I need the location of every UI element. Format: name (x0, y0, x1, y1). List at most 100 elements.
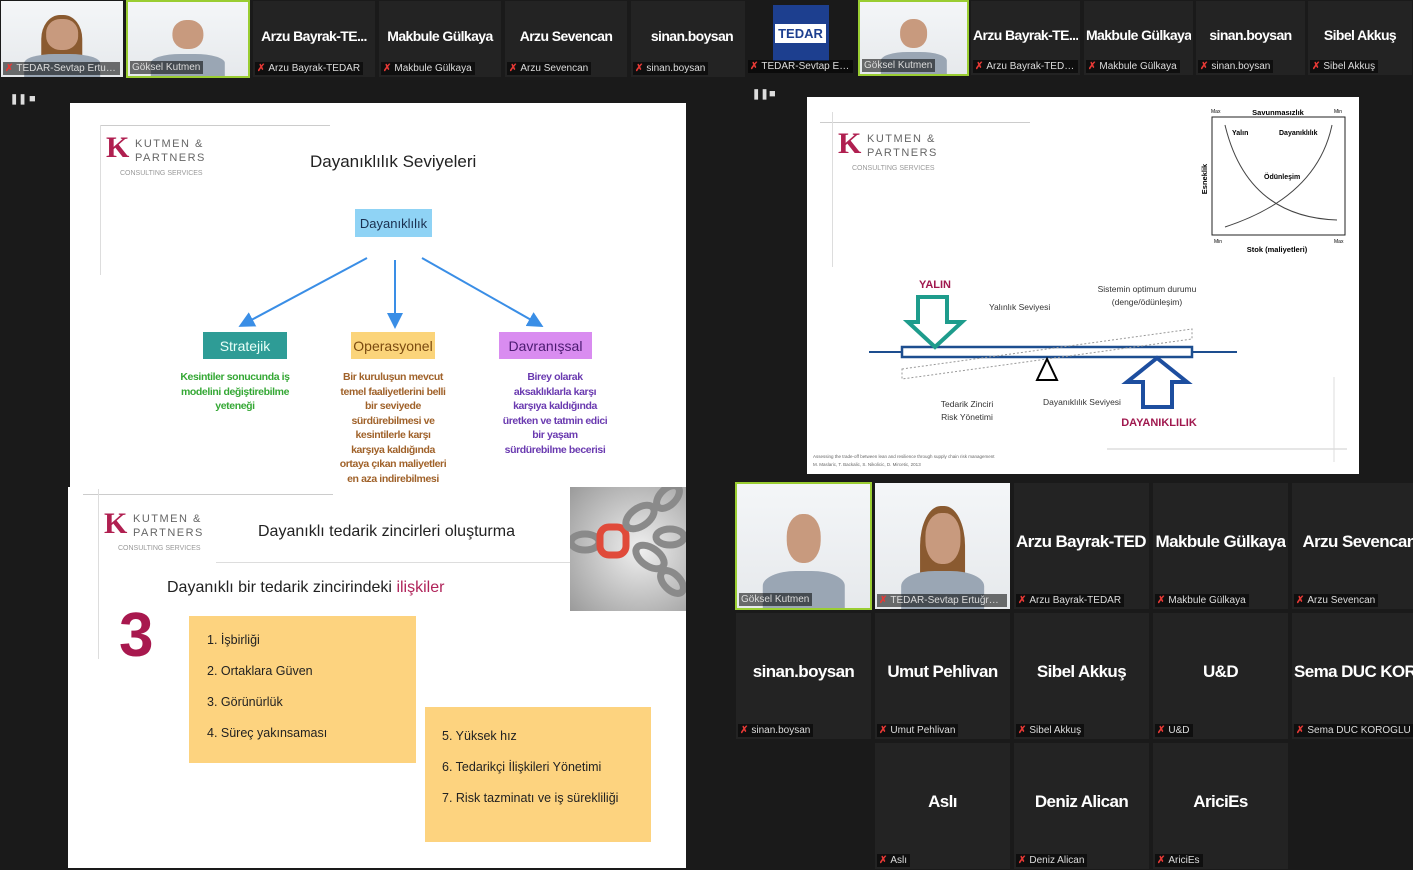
mic-muted-icon: ✗ (1018, 595, 1027, 606)
participant-tile[interactable]: Makbule Gülkaya✗Makbule Gülkaya (1083, 0, 1194, 76)
yalin-arrow (902, 295, 968, 350)
list-item: 1. İşbirliği (207, 633, 260, 647)
graph-xmax-label: Max (1334, 239, 1344, 245)
participant-name-large: sinan.boysan (650, 27, 734, 44)
curve-dayaniklilik (1224, 124, 1333, 228)
gallery-view: Göksel Kutmen ✗TEDAR-Sevtap Ertuğrul Başa… (733, 480, 1413, 870)
mic-muted-icon: ✗ (879, 595, 888, 606)
stop-share-button-right[interactable]: ■ (769, 88, 776, 100)
participant-tile[interactable]: sinan.boysan✗sinan.boysan (735, 612, 872, 740)
stop-share-button[interactable]: ■ (29, 93, 36, 105)
participant-name-large: AriciEs (1193, 792, 1248, 811)
participant-tile[interactable]: Makbule Gülkaya✗Makbule Gülkaya (378, 0, 502, 78)
participant-label: ✗Sema DUC KOROGLU (1294, 724, 1413, 737)
participant-label-text: Makbule Gülkaya (1168, 595, 1246, 606)
slide-title: Dayanıklı tedarik zincirleri oluşturma (258, 523, 515, 540)
participant-tile[interactable]: Arzu Bayrak-TE...✗Arzu Bayrak-TEDAR (252, 0, 376, 78)
mic-muted-icon: ✗ (1157, 595, 1166, 606)
mic-muted-icon: ✗ (740, 725, 749, 736)
risk-label-1: Tedarik Zinciri (941, 399, 994, 409)
participant-tile[interactable]: Arzu Bayrak-TED... ✗Arzu Bayrak-TEDAR (1013, 482, 1150, 610)
desc-line: karşıya kaldığında (513, 400, 597, 412)
participant-tile[interactable]: ✗TEDAR-Sevtap Ertuğru... (0, 0, 124, 78)
mic-muted-icon: ✗ (879, 855, 888, 866)
participant-tile[interactable]: Arzu Sevencan✗Arzu Sevencan (1291, 482, 1413, 610)
participant-strip-left: ✗TEDAR-Sevtap Ertuğru... Göksel Kutmen Arz… (0, 0, 754, 80)
participant-tile[interactable]: Makbule Gülkaya✗Makbule Gülkaya (1152, 482, 1289, 610)
participant-tile[interactable]: TEDAR✗TEDAR-Sevtap Ertuğru... (745, 0, 856, 76)
participant-name-large: Sema DUC KOR... (1294, 662, 1413, 681)
participant-label-text: Arzu Bayrak-TEDAR (986, 61, 1078, 72)
level-davranissal: Davranışsal (499, 332, 592, 359)
person-head (899, 19, 928, 49)
mic-muted-icon: ✗ (1312, 61, 1321, 72)
participant-tile[interactable]: Aslı✗Aslı (874, 742, 1011, 870)
participant-tile[interactable]: Umut Pehlivan✗Umut Pehlivan (874, 612, 1011, 740)
dayaniklilik-label: DAYANIKLILIK (1121, 417, 1197, 429)
participant-tile[interactable]: Arzu Sevencan✗Arzu Sevencan (504, 0, 628, 78)
participant-name-large: Arzu Bayrak-TED... (1016, 532, 1147, 551)
shared-slide-resilience-levels: K KUTMEN & PARTNERS CONSULTING SERVICES … (70, 103, 686, 487)
participant-label: ✗sinan.boysan (633, 62, 709, 75)
participant-tile[interactable]: Sibel Akkuş✗Sibel Akkuş (1307, 0, 1413, 76)
subtitle-accent: ilişkiler (396, 579, 445, 596)
participant-tile[interactable]: Göksel Kutmen (126, 0, 250, 78)
participant-label: Göksel Kutmen (739, 593, 813, 606)
participant-label: ✗Umut Pehlivan (877, 724, 959, 737)
graph-min-label: Min (1334, 109, 1342, 115)
participant-label: ✗U&D (1155, 724, 1193, 737)
participant-label-text: Göksel Kutmen (132, 62, 201, 73)
participant-tile[interactable]: ✗TEDAR-Sevtap Ertuğrul Başar (874, 482, 1011, 610)
desc-line: yeteneği (215, 400, 255, 412)
participant-name-large: Sibel Akkuş (1036, 662, 1127, 681)
citation-1: Assessing the trade-off between lean and… (813, 454, 995, 459)
desc-line: Kesintiler sonucunda iş (180, 371, 290, 383)
desc-line: bir seviyede (365, 400, 421, 412)
participant-label: ✗Arzu Sevencan (507, 62, 592, 75)
participant-label-text: sinan.boysan (751, 725, 811, 736)
participant-label-text: sinan.boysan (646, 63, 706, 74)
participant-tile[interactable]: Sibel Akkuş✗Sibel Akkuş (1013, 612, 1150, 740)
participant-label: ✗TEDAR-Sevtap Ertuğru... (748, 60, 853, 73)
participant-label-text: sinan.boysan (1211, 61, 1271, 72)
participant-tile[interactable]: Arzu Bayrak-TE...✗Arzu Bayrak-TEDAR (970, 0, 1081, 76)
participant-label-text: Makbule Gülkaya (394, 63, 472, 74)
desc-line: sürdürebilmesi ve (351, 414, 435, 427)
desc-line: karşıya kaldığında (351, 443, 435, 456)
mic-muted-icon: ✗ (1296, 725, 1305, 736)
participant-label: ✗sinan.boysan (1198, 60, 1274, 73)
participant-name-large: Makbule Gülkaya (1086, 26, 1191, 43)
desc-line: Birey olarak (527, 371, 583, 383)
participant-tile[interactable]: U&D✗U&D (1152, 612, 1289, 740)
participant-name-large: Aslı (928, 792, 957, 811)
participant-label: ✗Arzu Bayrak-TEDAR (1016, 594, 1125, 607)
list-item: 3. Görünürlük (207, 695, 283, 709)
participant-tile[interactable]: Deniz Alican✗Deniz Alican (1013, 742, 1150, 870)
participant-tile[interactable]: AriciEs ✗AriciEs (1152, 742, 1289, 870)
list-item: 2. Ortaklara Güven (207, 664, 313, 678)
mic-muted-icon: ✗ (1200, 61, 1209, 72)
participant-label: Göksel Kutmen (130, 61, 204, 74)
participant-tile[interactable]: sinan.boysan✗sinan.boysan (1195, 0, 1306, 76)
desc-davranissal: Birey olarak aksaklıklarla karşı karşıya k… (482, 370, 628, 457)
pause-share-button[interactable]: ❚❚ (10, 94, 27, 105)
list-item: 6. Tedarikçi İlişkileri Yönetimi (442, 760, 602, 774)
participant-tile[interactable]: Göksel Kutmen (735, 482, 872, 610)
participant-tile[interactable]: sinan.boysan✗sinan.boysan (630, 0, 754, 78)
mic-muted-icon: ✗ (509, 63, 518, 74)
mic-muted-icon: ✗ (1018, 725, 1027, 736)
graph-x-label: Stok (maliyetleri) (1247, 245, 1308, 254)
participant-tile[interactable]: Sema DUC KOR... ✗Sema DUC KOROGLU (1291, 612, 1413, 740)
pause-share-button-right[interactable]: ❚❚ (752, 89, 769, 100)
mic-muted-icon: ✗ (1296, 595, 1305, 606)
desc-line: bir yaşam (532, 429, 578, 441)
participant-tile[interactable]: Göksel Kutmen (858, 0, 969, 76)
crossover-label: Ödünleşim (1264, 172, 1300, 181)
participant-label: ✗AriciEs (1155, 854, 1203, 867)
mic-muted-icon: ✗ (750, 61, 759, 72)
participant-label: ✗Sibel Akkuş (1310, 60, 1379, 73)
desc-line: aksaklıklarla karşı (513, 385, 597, 398)
participant-video (737, 484, 870, 608)
